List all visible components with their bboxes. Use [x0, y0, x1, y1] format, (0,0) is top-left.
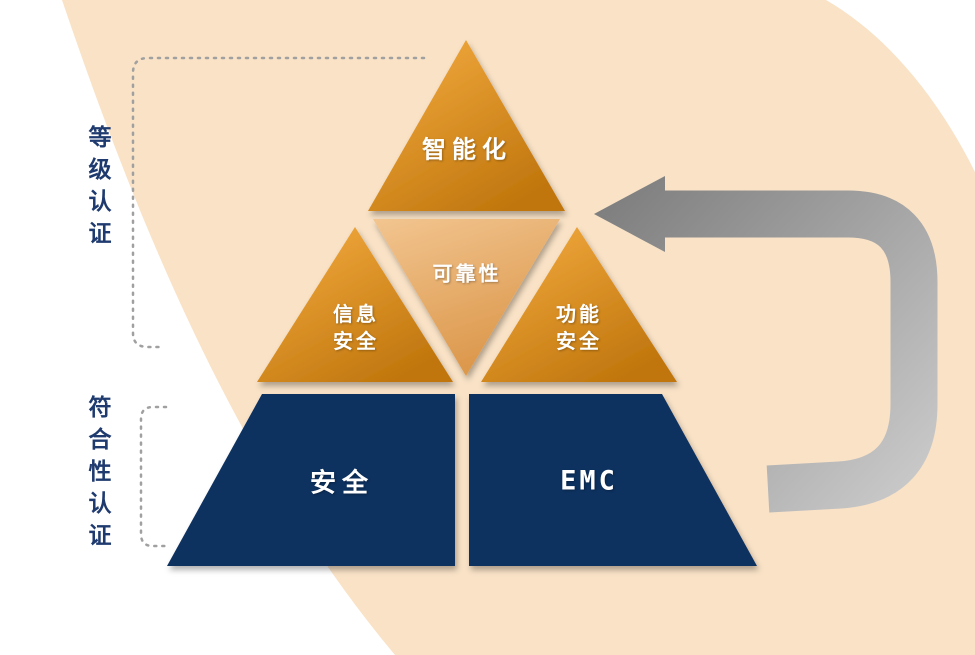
label-conformity-certification: 符合性认证 [88, 395, 112, 549]
triangle-reliability [373, 219, 560, 376]
trapezoid-safety [167, 394, 455, 566]
curved-arrow-head [594, 176, 665, 252]
triangle-information-security [257, 227, 453, 382]
label-safety: 安全 [309, 468, 375, 499]
label-intelligence: 智能化 [422, 135, 512, 164]
label-information-security-line2: 安全 [333, 329, 379, 353]
label-reliability: 可靠性 [432, 261, 502, 286]
label-functional-safety-line1: 功能 [556, 302, 602, 326]
dotted-bracket-conformity [139, 405, 168, 548]
label-emc: EMC [560, 465, 618, 497]
label-information-security: 信息 安全 [333, 301, 379, 355]
label-functional-safety-line2: 安全 [556, 329, 602, 353]
dotted-bracket-grade [131, 56, 426, 349]
label-grade-certification: 等级认证 [88, 125, 112, 247]
trapezoid-emc [469, 394, 757, 566]
triangle-intelligence [368, 40, 565, 211]
curved-arrow-shaft [652, 190, 938, 513]
triangle-functional-safety [481, 227, 677, 382]
label-functional-safety: 功能 安全 [556, 301, 602, 355]
label-information-security-line1: 信息 [333, 302, 379, 326]
